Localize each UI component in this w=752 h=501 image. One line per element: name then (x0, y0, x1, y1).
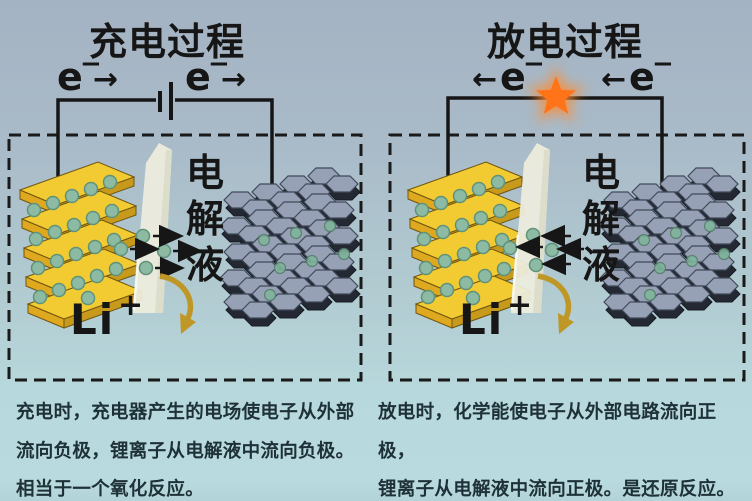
caption-line: 相当于一个氧化反应。 (16, 479, 205, 500)
discharging-panel-art (388, 65, 746, 382)
lithium-ion-plus-sign: + (118, 288, 144, 323)
caption-line: 流向负极，锂离子从电解液中流向负极。 (16, 440, 355, 462)
charging-title: 充电过程 (89, 20, 246, 64)
electron-minus-sign: − (80, 49, 102, 79)
lithium-ion-label: Li (459, 295, 505, 344)
electron-label: e (629, 55, 655, 99)
ion-flow-right (113, 224, 203, 280)
charging-circuit (56, 82, 274, 198)
discharging-caption: 放电时，化学能使电子从外部电路流向正极， 锂离子从电解液中流向正极。是还原反应。 (378, 394, 750, 501)
electron-flow-arrow-icon: → (93, 62, 119, 97)
electron-label: e (57, 55, 83, 99)
caption-line: 锂离子从电解液中流向正极。是还原反应。 (378, 479, 736, 500)
battery-icon (158, 82, 173, 120)
electron-flow-arrow-icon: ← (601, 62, 627, 97)
caption-line: 放电时，化学能使电子从外部电路流向正极， (378, 402, 717, 462)
electron-flow-arrow-icon: ← (472, 62, 498, 97)
discharging-title: 放电过程 (487, 20, 644, 64)
cell-boundary (7, 133, 363, 382)
electron-minus-sign: − (523, 49, 545, 79)
anode-graphite-electrode (220, 168, 360, 326)
electrolyte-label: 电解液 (581, 151, 620, 287)
lithium-ion-plus-sign: + (507, 288, 533, 323)
cell-boundary (388, 133, 746, 382)
electron-minus-sign: − (652, 49, 674, 79)
curved-down-arrow-icon (538, 276, 574, 334)
charging-caption: 充电时，充电器产生的电场使电子从外部 流向负极，锂离子从电解液中流向负极。 相当… (16, 394, 368, 501)
electron-flow-arrow-icon: → (221, 62, 247, 97)
charging-panel-art (7, 82, 363, 382)
electron-label: e (185, 55, 211, 99)
caption-line: 充电时，充电器产生的电场使电子从外部 (16, 402, 355, 423)
electrolyte-label: 电解液 (185, 151, 224, 287)
electron-minus-sign: − (208, 49, 230, 79)
ion-flow-left (502, 224, 584, 276)
lithium-ion-label: Li (70, 295, 116, 344)
electron-label: e (500, 55, 526, 99)
